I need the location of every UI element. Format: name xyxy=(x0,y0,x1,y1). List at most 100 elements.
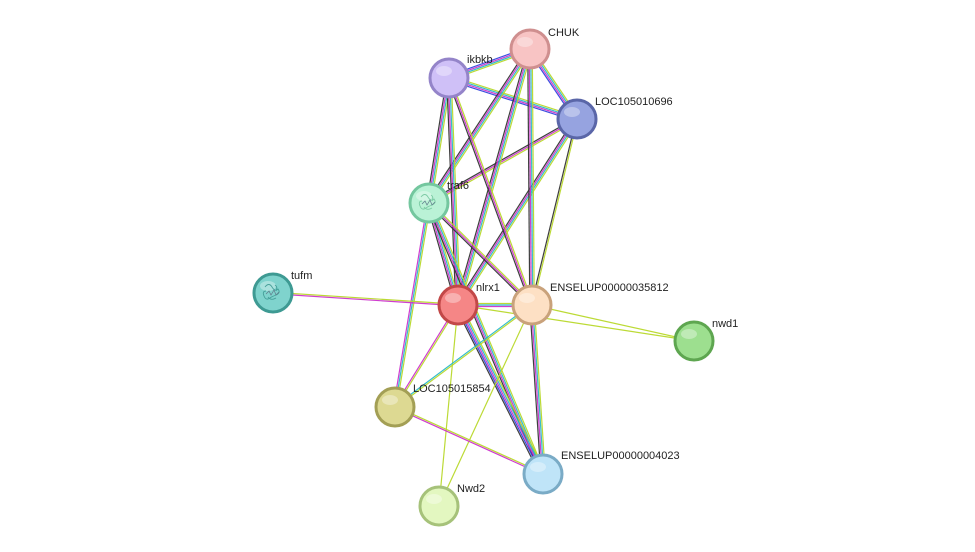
edge-line-cyan xyxy=(394,303,532,407)
node-label-ikbkb: ikbkb xyxy=(467,54,493,66)
node-circle[interactable] xyxy=(418,485,460,527)
node-layer xyxy=(252,28,715,527)
node-highlight xyxy=(445,293,461,303)
edge-ikbkb-loc105010696 xyxy=(448,75,578,122)
node-label-nwd1: nwd1 xyxy=(712,318,738,330)
node-traf6[interactable] xyxy=(408,182,450,224)
edge-loc105015854-enselup00000004023 xyxy=(394,405,544,476)
node-label-enselup00000004023: ENSELUP00000004023 xyxy=(561,450,680,462)
edge-line-cyan xyxy=(458,49,532,306)
edge-line-magenta xyxy=(456,48,530,305)
node-circle[interactable] xyxy=(556,98,598,140)
node-circle[interactable] xyxy=(522,453,564,495)
node-nwd2[interactable] xyxy=(418,485,460,527)
node-circle[interactable] xyxy=(511,284,553,326)
node-circle[interactable] xyxy=(252,272,294,314)
node-highlight xyxy=(260,281,276,291)
edge-enselup00000035812-nwd1 xyxy=(531,304,695,342)
edge-traf6-enselup00000035812 xyxy=(427,201,534,307)
node-highlight xyxy=(519,293,535,303)
protein-structure-icon xyxy=(418,194,436,210)
edge-line-black xyxy=(530,118,577,305)
node-circle[interactable] xyxy=(437,284,479,326)
edge-line-magenta xyxy=(528,49,532,306)
node-highlight xyxy=(416,191,432,201)
edge-line-green xyxy=(273,291,459,305)
edge-line-cyan xyxy=(429,49,532,204)
node-nwd1[interactable] xyxy=(673,320,715,362)
node-highlight xyxy=(426,494,442,504)
edge-line-magenta xyxy=(272,293,458,307)
edge-line-magenta xyxy=(427,48,530,203)
edge-line-black xyxy=(447,78,532,306)
edge-line-green xyxy=(395,405,544,474)
edge-line-green xyxy=(429,201,534,305)
edge-line-cyan xyxy=(458,119,579,306)
edge-chuk-nlrx1 xyxy=(455,48,533,306)
edge-line-green xyxy=(438,304,533,507)
node-loc105010696[interactable] xyxy=(556,98,598,140)
node-label-loc105010696: LOC105010696 xyxy=(595,96,673,108)
edge-line-green xyxy=(430,201,546,474)
protein-structure-icon xyxy=(262,284,280,300)
edge-nlrx1-enselup00000004023 xyxy=(454,303,547,476)
edge-line-black xyxy=(426,47,529,203)
edge-line-black xyxy=(426,77,448,203)
node-loc105015854[interactable] xyxy=(374,386,416,428)
edge-line-black xyxy=(527,49,531,306)
edge-line-magenta xyxy=(448,77,533,306)
edge-line-green xyxy=(449,77,534,305)
edge-line-black xyxy=(455,117,576,305)
node-highlight xyxy=(681,329,697,339)
node-nlrx1[interactable] xyxy=(437,284,479,326)
edge-line-black xyxy=(455,48,529,305)
node-circle[interactable] xyxy=(408,182,450,224)
edge-line-green xyxy=(459,119,580,307)
node-label-traf6: traf6 xyxy=(447,180,469,192)
edge-line-black xyxy=(446,78,457,306)
node-circle[interactable] xyxy=(509,28,551,70)
node-label-tufm: tufm xyxy=(291,270,312,282)
node-label-enselup00000035812: ENSELUP00000035812 xyxy=(550,282,669,294)
node-highlight xyxy=(564,107,580,117)
node-highlight xyxy=(436,66,452,76)
edge-line-green xyxy=(533,304,546,474)
edge-enselup00000035812-loc105015854 xyxy=(394,303,533,409)
node-circle[interactable] xyxy=(673,320,715,362)
edge-line-blue xyxy=(448,79,577,122)
edge-line-green xyxy=(531,304,695,342)
edge-chuk-enselup00000035812 xyxy=(527,48,535,306)
node-circle[interactable] xyxy=(374,386,416,428)
edge-line-green xyxy=(459,49,533,306)
edge-line-cyan xyxy=(458,304,545,474)
edge-line-black xyxy=(427,203,532,307)
node-ikbkb[interactable] xyxy=(428,57,470,99)
edge-loc105010696-nlrx1 xyxy=(455,117,580,307)
edge-line-cyan xyxy=(532,304,545,474)
edge-line-magenta xyxy=(394,407,543,476)
edge-line-cyan xyxy=(449,76,578,119)
edge-line-black xyxy=(529,305,542,475)
edge-line-magenta xyxy=(457,304,544,475)
edge-line-cyan xyxy=(394,202,430,408)
edge-line-green xyxy=(532,119,579,306)
edge-line-magenta xyxy=(427,77,449,203)
node-chuk[interactable] xyxy=(509,28,551,70)
edge-line-green xyxy=(457,304,695,342)
edge-line-green xyxy=(395,203,432,408)
edge-traf6-loc105015854 xyxy=(392,202,432,408)
node-label-nwd2: Nwd2 xyxy=(457,483,485,495)
edge-line-cyan xyxy=(530,48,534,305)
edge-layer xyxy=(272,46,695,507)
edge-nlrx1-nwd1 xyxy=(457,304,695,342)
edge-line-green xyxy=(460,303,547,473)
node-enselup00000004023[interactable] xyxy=(522,453,564,495)
node-highlight xyxy=(517,37,533,47)
node-enselup00000035812[interactable] xyxy=(511,284,553,326)
node-tufm[interactable] xyxy=(252,272,294,314)
node-circle[interactable] xyxy=(428,57,470,99)
edge-line-black xyxy=(454,306,541,476)
edge-line-green xyxy=(395,305,533,409)
